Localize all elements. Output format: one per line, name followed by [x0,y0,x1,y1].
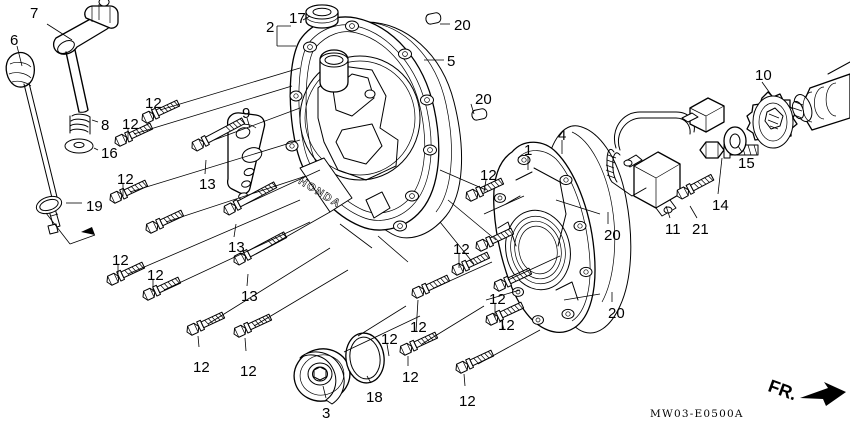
callout-flange-bolt: 12 [453,241,470,258]
callout-dowel-pin: 20 [454,17,471,34]
callout-oil-filler-cap-collar: 17 [289,10,306,27]
callout-flange-bolt: 12 [498,317,515,334]
callout-flange-bolt: 12 [410,319,427,336]
callout-dowel-pin: 20 [604,227,621,244]
bolt-part-21 [674,172,716,201]
callout-flange-bolt: 12 [112,252,129,269]
callout-leaders [16,15,773,399]
callout-dowel-pin: 20 [608,305,625,322]
callout-oil-level-gauge-dipstick: 6 [10,32,19,49]
pulser-rotor-gear-part-10 [746,91,798,149]
callout-rear-cover-gasket: 4 [558,127,567,144]
assembly-guide-lines [127,67,601,365]
callout-clutch-cover-assembly-bracket: 2 [266,19,275,36]
callout-flange-bolt-long: 13 [241,288,258,305]
callout-bolt: 21 [692,221,709,238]
callout-oil-filter-rotor: 3 [322,405,331,422]
callout-flange-bolt: 12 [402,369,419,386]
callout-flange-bolt-long: 13 [228,239,245,256]
washer-part-15 [723,126,747,156]
callout-flange-bolt: 12 [489,291,506,308]
rear-crankcase-cover-part-1 [493,125,632,334]
callout-washer: 16 [101,145,118,162]
flange-bolt-12 [231,312,273,340]
oil-level-gauge-group [5,51,61,235]
callout-flange-bolt: 12 [381,331,398,348]
callout-pulser-rotor-gear: 10 [755,67,772,84]
washer-part-16 [64,138,94,154]
callout-spring: 8 [101,117,110,134]
oil-filler-arm-group [52,0,119,113]
callout-o-ring: 18 [366,389,383,406]
diagram-part-code: MW03-E0500A [650,408,744,420]
callout-washer: 15 [738,155,755,172]
callout-pulse-generator: 11 [665,221,681,238]
callout-flange-bolt: 14 [712,197,729,214]
o-ring-part-18 [345,332,385,384]
dowel-pin-20-b [470,107,489,122]
callout-flange-bolt: 12 [480,167,497,184]
flange-bolt-12 [143,208,185,236]
callout-flange-bolt: 12 [122,116,139,133]
spring-part-8 [69,113,91,135]
callout-dowel-pin: 20 [475,91,492,108]
callout-oil-filler-arm: 7 [30,5,39,22]
front-direction-arrow [800,382,846,406]
callout-flange-bolt: 12 [459,393,476,410]
dowel-pin-20-a [424,11,443,26]
callout-flange-bolt: 12 [145,95,162,112]
flange-bolt-12 [409,273,451,301]
callout-flange-bolt-long: 13 [199,176,216,193]
callout-cable-stay-bracket: 9 [242,105,251,122]
oil-filler-collar-part-17 [305,4,339,29]
clutch-cover-part-2: HONDA [285,16,463,239]
cable-stay-bracket-part-9 [226,112,266,200]
callout-rear-crankcase-cover: 1 [524,142,533,159]
flange-bolt-12 [453,348,495,376]
o-ring-part-19 [35,195,63,215]
pulse-generator-part-11 [605,97,725,217]
callout-flange-bolt: 12 [240,363,257,380]
oil-filter-rotor-part-3 [293,348,351,405]
crankshaft-end [791,61,850,131]
callout-clutch-cover-gasket: 5 [447,53,456,70]
callout-o-ring: 19 [86,198,103,215]
callout-flange-bolt: 12 [193,359,210,376]
flange-bolt-12 [184,310,226,338]
callout-flange-bolt: 12 [117,171,134,188]
callout-flange-bolt: 12 [147,267,164,284]
